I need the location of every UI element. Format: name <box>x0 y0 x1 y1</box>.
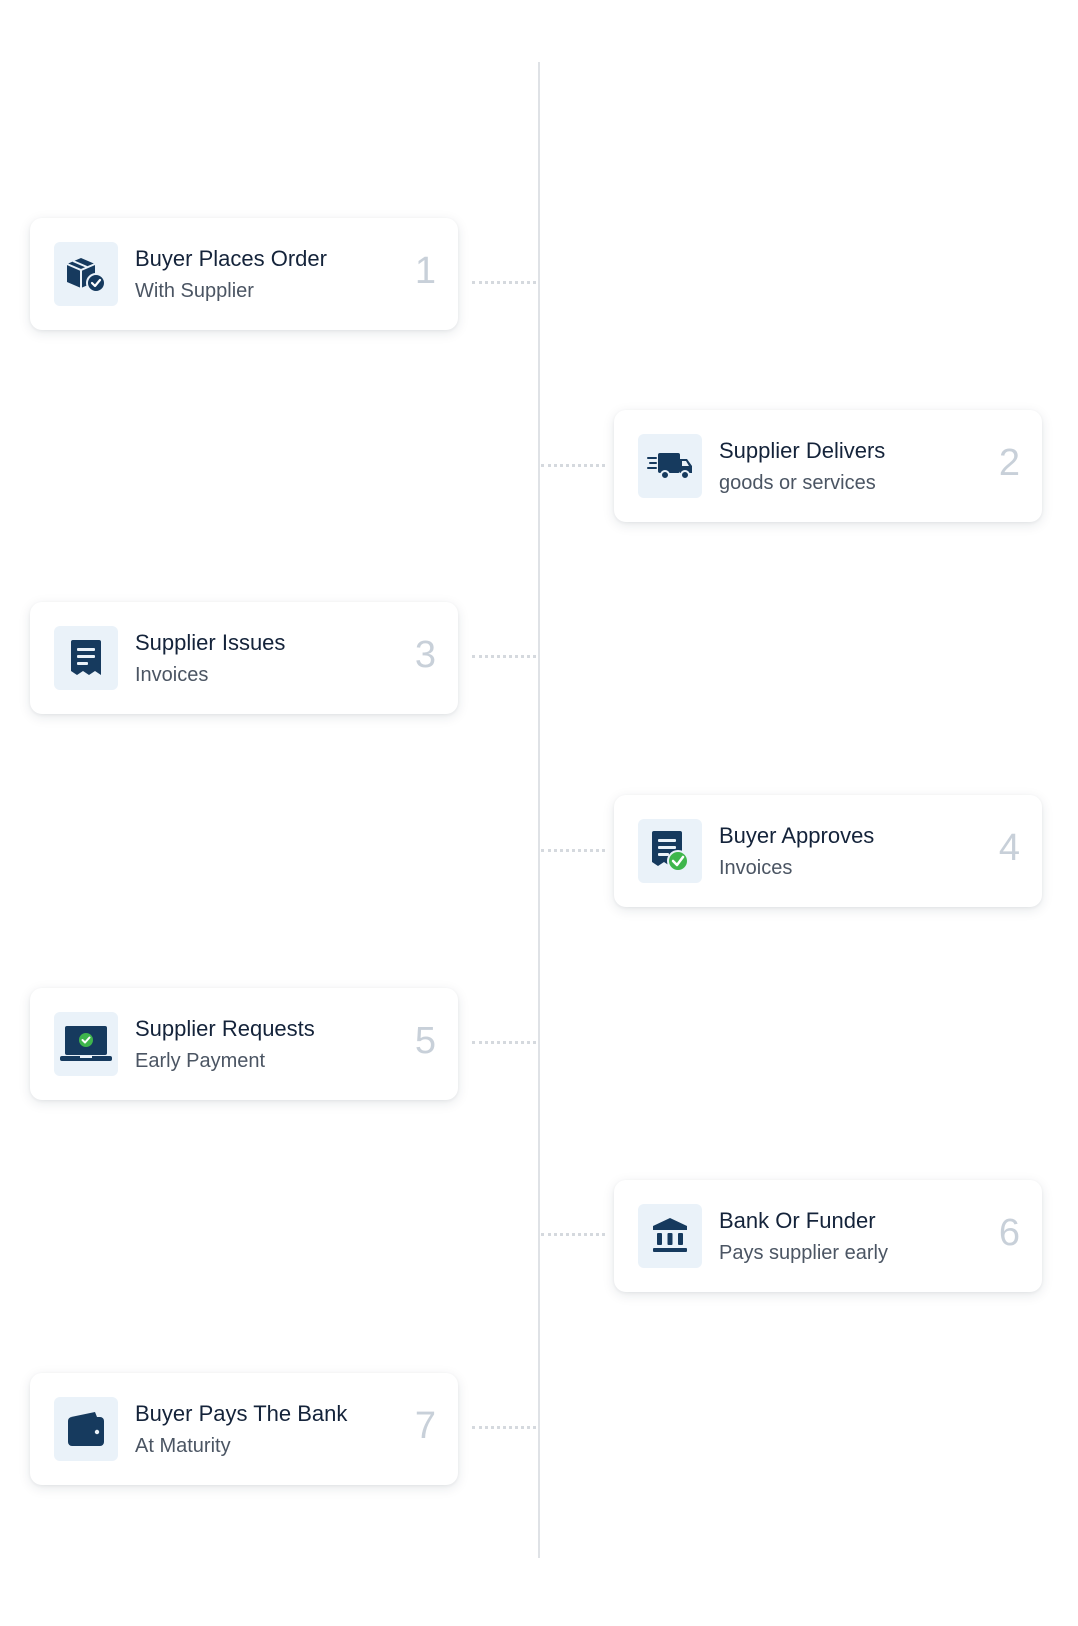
invoice-approved-icon <box>638 819 702 883</box>
step-number: 2 <box>998 442 1020 484</box>
step-subtitle: Pays supplier early <box>719 1242 888 1264</box>
step-card-5: Supplier Requests Early Payment 5 <box>30 988 458 1100</box>
step-number: 4 <box>998 827 1020 869</box>
step-card-4: Buyer Approves Invoices 4 <box>614 795 1042 907</box>
step-number: 1 <box>414 250 436 292</box>
step-subtitle: With Supplier <box>135 280 254 302</box>
step-card-2: Supplier Delivers goods or services 2 <box>614 410 1042 522</box>
step-title: Buyer Places Order <box>135 246 327 271</box>
connector-step-6 <box>541 1233 605 1236</box>
wallet-icon <box>54 1397 118 1461</box>
step-subtitle: Early Payment <box>135 1050 266 1072</box>
step-number: 7 <box>414 1405 436 1447</box>
connector-step-2 <box>541 464 605 467</box>
step-subtitle: Invoices <box>719 857 793 879</box>
step-number: 3 <box>414 634 436 676</box>
connector-step-4 <box>541 849 605 852</box>
invoice-icon <box>54 626 118 690</box>
step-subtitle: Invoices <box>135 664 209 686</box>
box-check-icon <box>54 242 118 306</box>
delivery-truck-icon <box>638 434 702 498</box>
step-title: Buyer Pays The Bank <box>135 1401 348 1426</box>
step-subtitle: goods or services <box>719 472 876 494</box>
connector-step-1 <box>472 281 536 284</box>
bank-icon <box>638 1204 702 1268</box>
laptop-check-icon <box>54 1012 118 1076</box>
step-subtitle: At Maturity <box>135 1435 231 1457</box>
step-card-7: Buyer Pays The Bank At Maturity 7 <box>30 1373 458 1485</box>
step-card-6: Bank Or Funder Pays supplier early 6 <box>614 1180 1042 1292</box>
step-title: Buyer Approves <box>719 823 875 848</box>
timeline-axis <box>538 62 540 1558</box>
step-title: Bank Or Funder <box>719 1208 876 1233</box>
step-title: Supplier Issues <box>135 630 286 655</box>
connector-step-3 <box>472 655 536 658</box>
connector-step-5 <box>472 1041 536 1044</box>
step-title: Supplier Requests <box>135 1016 315 1041</box>
step-number: 5 <box>414 1020 436 1062</box>
step-card-1: Buyer Places Order With Supplier 1 <box>30 218 458 330</box>
step-number: 6 <box>998 1212 1020 1254</box>
step-card-3: Supplier Issues Invoices 3 <box>30 602 458 714</box>
connector-step-7 <box>472 1426 536 1429</box>
step-title: Supplier Delivers <box>719 438 886 463</box>
